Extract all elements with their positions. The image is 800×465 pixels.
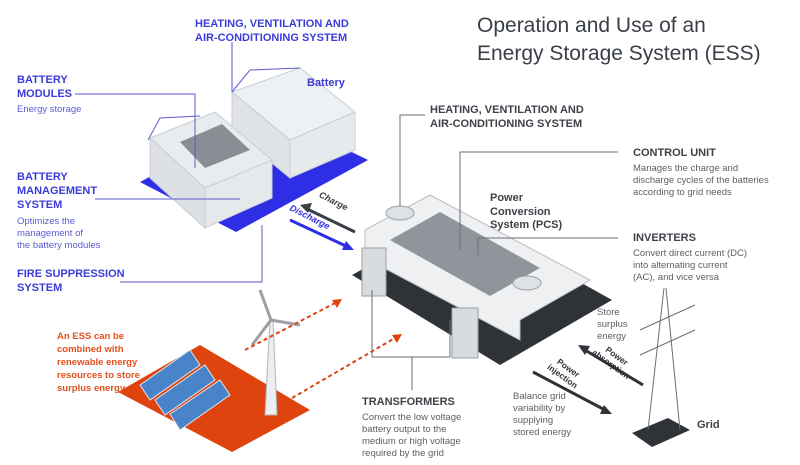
transformer-unit <box>361 247 387 297</box>
note-line: surplus energy <box>57 383 126 394</box>
desc-line: into alternating current <box>633 260 728 271</box>
desc-line: Convert the low voltage <box>362 412 462 423</box>
label-line: Store <box>597 307 620 318</box>
callout-title: CONTROL UNIT <box>633 147 716 159</box>
label-line: SYSTEM <box>17 282 63 294</box>
balance-grid-label: Balance grid variability by supplying st… <box>513 391 571 439</box>
renewable-flow-arrows <box>244 302 396 399</box>
desc-line: management of <box>17 228 84 239</box>
desc-line: according to grid needs <box>633 187 732 198</box>
title-line: Energy Storage System (ESS) <box>477 42 761 65</box>
power-injection-arrow <box>532 370 612 414</box>
pcs-leader-lines <box>371 114 618 390</box>
label-line: AIR-CONDITIONING SYSTEM <box>195 32 348 44</box>
desc-line: battery output to the <box>362 424 447 435</box>
transformer-unit <box>451 307 479 359</box>
pcs-hvac-label: HEATING, VENTILATION AND AIR-CONDITIONIN… <box>430 103 584 131</box>
desc-line: required by the grid <box>362 448 444 459</box>
label-line: stored energy <box>513 427 572 438</box>
pcs-cutaway <box>390 212 540 296</box>
label-line: Conversion <box>490 205 551 218</box>
desc-line: Optimizes the <box>17 216 76 227</box>
desc-line: medium or high voltage <box>362 436 461 447</box>
label-line: variability by <box>513 403 566 414</box>
fire-suppression-callout: FIRE SUPPRESSION SYSTEM <box>17 267 125 295</box>
note-line: renewable energy <box>57 357 138 368</box>
label-line: MANAGEMENT <box>17 185 98 197</box>
desc-line: Manages the charge and <box>633 163 739 174</box>
label-line: Power <box>490 192 524 204</box>
battery-modules-callout: BATTERY MODULES Energy storage <box>17 73 81 116</box>
desc-line: discharge cycles of the batteries <box>633 175 769 186</box>
note-line: combined with <box>57 344 124 355</box>
label-line: FIRE SUPPRESSION <box>17 268 125 280</box>
callout-title: TRANSFORMERS <box>362 396 455 408</box>
label-line: Balance grid <box>513 391 566 402</box>
label-line: AIR-CONDITIONING SYSTEM <box>430 118 583 130</box>
label-line: HEATING, VENTILATION AND <box>195 18 349 30</box>
desc-line: Convert direct current (DC) <box>633 248 748 259</box>
callout-title: INVERTERS <box>633 232 696 244</box>
battery-leader-lines <box>75 42 263 283</box>
desc-line: (AC), and vice versa <box>633 272 720 283</box>
wind-turbine-icon <box>250 289 301 416</box>
note-line: An ESS can be <box>57 331 125 342</box>
desc-line: the battery modules <box>17 240 101 251</box>
label-line: MODULES <box>17 88 72 100</box>
battery-container-front <box>147 111 273 230</box>
charge-arrow <box>300 203 356 234</box>
label-line: energy <box>597 331 627 342</box>
inverters-callout: INVERTERS Convert direct current (DC)int… <box>633 231 747 284</box>
grid-label: Grid <box>697 419 720 431</box>
label-line: BATTERY <box>17 171 68 183</box>
grid-tower-icon <box>632 287 696 447</box>
callout-desc: Energy storage <box>17 104 82 115</box>
renewables-note: An ESS can be combined with renewable en… <box>57 330 140 395</box>
label-line: HEATING, VENTILATION AND <box>430 104 584 116</box>
title-line: Operation and Use of an <box>477 14 706 37</box>
label-line: System (PCS) <box>490 219 563 231</box>
page-title: Operation and Use of an Energy Storage S… <box>477 12 761 68</box>
label-line: supplying <box>513 415 554 426</box>
battery-container-back <box>231 67 356 180</box>
store-surplus-label: Store surplus energy <box>597 307 628 343</box>
power-absorption-arrow <box>578 345 644 387</box>
solar-panels <box>139 349 231 431</box>
discharge-arrow <box>289 218 354 250</box>
label-line: BATTERY <box>17 74 68 86</box>
note-line: resources to store <box>57 370 140 381</box>
hvac-unit <box>512 275 542 291</box>
label-line: SYSTEM <box>17 199 63 211</box>
battery-hvac-label: HEATING, VENTILATION AND AIR-CONDITIONIN… <box>195 17 349 45</box>
battery-label: Battery <box>307 77 345 89</box>
label-line: surplus <box>597 319 628 330</box>
pcs-label: Power Conversion System (PCS) <box>490 192 562 233</box>
hvac-unit <box>385 205 415 221</box>
